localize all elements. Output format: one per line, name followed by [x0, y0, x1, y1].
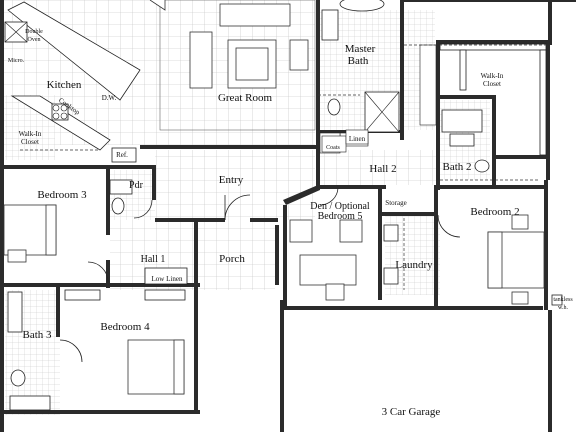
kitchen-label: Kitchen	[47, 79, 82, 91]
master-toilet	[327, 98, 341, 116]
master-bath-label-2: Bath	[348, 55, 369, 67]
walkin-closet-left-label-2: Closet	[21, 138, 39, 146]
loveseat	[189, 31, 213, 89]
linen-closet	[345, 129, 369, 145]
dashed-lines	[20, 44, 548, 181]
low-linen-closet	[144, 267, 188, 285]
doors	[59, 187, 461, 363]
bedroom4-label: Bedroom 4	[100, 321, 150, 333]
refrigerator	[111, 147, 137, 163]
hall2-label: Hall 2	[369, 163, 396, 175]
tankless-label-1: tankless	[553, 297, 573, 303]
master-tub	[339, 0, 385, 12]
labels: Kitchen Great Room Master Bath Walk-In C…	[8, 29, 573, 418]
bedroom4-furniture	[64, 289, 186, 395]
great-room-furniture	[149, 0, 316, 131]
storage-label: Storage	[385, 199, 406, 207]
walkin-closet-right-label-2: Closet	[483, 80, 501, 88]
tankless-label-2: w.h.	[558, 305, 568, 311]
dw-label: D.W.	[102, 94, 117, 102]
pdr-sink	[109, 179, 133, 195]
pdr-label: Pdr	[129, 180, 144, 191]
closet-fixtures	[144, 129, 369, 285]
bath2-tub	[441, 109, 483, 133]
bath3-vanity	[7, 291, 23, 333]
bath2-fixtures	[441, 109, 490, 173]
bedroom2-label: Bedroom 2	[470, 206, 519, 218]
den-desk	[299, 254, 357, 286]
cooktop	[51, 103, 69, 121]
kitchen-counter	[10, 95, 111, 151]
washer	[383, 224, 399, 242]
low-linen-label: Low Linen	[152, 275, 183, 283]
double-oven-label-2: Oven	[28, 37, 41, 43]
walkin-closet-right-fixtures	[439, 43, 547, 156]
walkin-closet-right-label-1: Walk-In	[481, 72, 504, 80]
entry-label: Entry	[219, 174, 244, 186]
pdr-toilet	[111, 197, 125, 215]
den-label-2: Bedroom 5	[318, 211, 363, 222]
master-bath-label-1: Master	[345, 43, 376, 55]
den-label-1: Den / Optional	[310, 201, 370, 212]
double-oven-label-1: Double	[25, 29, 43, 35]
ref-label: Ref.	[116, 151, 128, 159]
linen-label: Linen	[349, 135, 366, 143]
coats-label: Coats	[326, 145, 340, 151]
bath3-fixtures	[7, 291, 51, 411]
great-room-label: Great Room	[218, 92, 273, 104]
dryer	[383, 267, 399, 285]
water-heater	[551, 294, 563, 306]
kitchen-fixtures	[4, 1, 141, 163]
kitchen-island	[7, 1, 141, 101]
laundry-fixtures	[383, 218, 405, 290]
den-furniture	[289, 219, 363, 301]
garage-label: 3 Car Garage	[382, 406, 441, 418]
bedroom3-label: Bedroom 3	[37, 189, 87, 201]
micro-label: Micro.	[8, 58, 25, 64]
den-chair-left	[289, 219, 313, 243]
bath3-toilet	[10, 369, 26, 387]
den-chair-right	[339, 219, 363, 243]
bath3-label: Bath 3	[22, 329, 52, 341]
bath3-tub	[9, 395, 51, 411]
bedroom3-furniture	[3, 179, 133, 263]
armchair	[289, 39, 309, 71]
sofa	[219, 3, 291, 27]
bedroom2-furniture	[487, 214, 563, 306]
master-bath-fixtures	[319, 0, 437, 154]
bath2-toilet	[474, 159, 490, 173]
porch-label: Porch	[219, 253, 245, 265]
bath2-label: Bath 2	[442, 161, 471, 173]
hall1-label: Hall 1	[141, 254, 166, 265]
garage-floor	[284, 310, 548, 432]
walkin-closet-left-label-1: Walk-In	[19, 130, 42, 138]
laundry-label: Laundry	[395, 259, 433, 271]
